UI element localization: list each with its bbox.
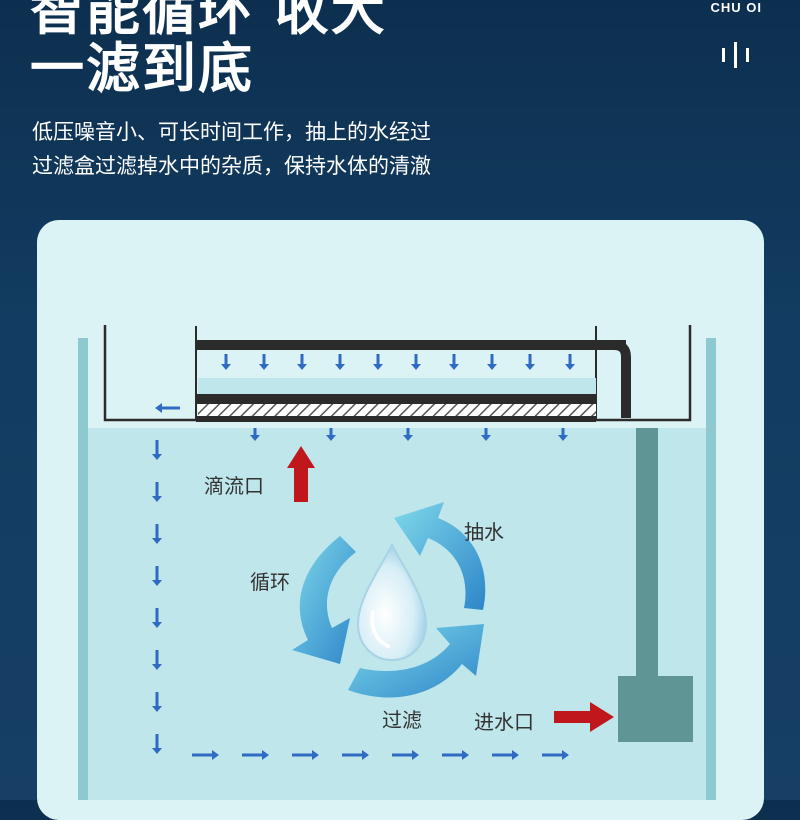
brand-logo-icon <box>722 42 749 68</box>
flow-arrow-head <box>412 750 419 760</box>
flow-arrow-head <box>411 364 421 370</box>
flow-arrow-head <box>152 622 162 628</box>
label-circulate: 循环 <box>250 570 290 594</box>
flow-arrow-head <box>152 664 162 670</box>
flow-arrow-head <box>558 435 568 441</box>
headline-main: 一滤到底 <box>30 37 254 100</box>
flow-arrow-head <box>326 435 336 441</box>
filter-media-top <box>196 394 596 404</box>
flow-arrow-icon <box>568 354 572 364</box>
flow-arrow-icon <box>292 753 312 757</box>
flow-arrow-icon <box>338 354 342 364</box>
filtration-diagram <box>78 325 716 800</box>
flow-arrow-head <box>262 750 269 760</box>
flow-arrow-head <box>449 364 459 370</box>
description-line-2: 过滤盒过滤掉水中的杂质，保持水体的清澈 <box>32 154 431 178</box>
flow-arrow-icon <box>155 566 159 580</box>
drip-red-arrow <box>287 446 315 502</box>
flow-arrow-icon <box>329 428 333 435</box>
pump-body <box>618 676 693 742</box>
brand-text: CHU OI <box>710 0 762 15</box>
flow-arrow-icon <box>192 753 212 757</box>
flow-arrow-head <box>512 750 519 760</box>
flow-arrow-icon <box>155 524 159 538</box>
flow-arrow-icon <box>376 354 380 364</box>
flow-arrow-head <box>403 435 413 441</box>
flow-arrow-head <box>250 435 260 441</box>
filter-water-layer <box>198 378 596 394</box>
flow-arrow-head <box>373 364 383 370</box>
flow-arrow-icon <box>155 440 159 454</box>
flow-arrow-icon <box>484 428 488 435</box>
flow-arrow-icon <box>392 753 412 757</box>
flow-arrow-head <box>525 364 535 370</box>
flow-arrow-icon <box>452 354 456 364</box>
flow-arrow-head <box>152 748 162 754</box>
inlet-red-arrow <box>554 702 614 732</box>
tank-wall-left <box>78 338 88 800</box>
flow-arrow-head <box>221 364 231 370</box>
flow-arrow-head <box>362 750 369 760</box>
flow-arrow-head <box>259 364 269 370</box>
description-line-1: 低压噪音小、可长时间工作，抽上的水经过 <box>32 120 431 144</box>
flow-arrow-head <box>562 750 569 760</box>
flow-arrow-icon <box>224 354 228 364</box>
flow-arrow-head <box>152 706 162 712</box>
flow-arrow-icon <box>492 753 512 757</box>
flow-arrow-icon <box>155 734 159 748</box>
flow-arrow-icon <box>155 608 159 622</box>
pump-pipe <box>636 428 658 684</box>
flow-arrow-head <box>481 435 491 441</box>
flow-arrow-head <box>152 454 162 460</box>
flow-arrow-icon <box>490 354 494 364</box>
flow-arrow-icon <box>155 482 159 496</box>
flow-arrow-head <box>152 580 162 586</box>
flow-arrow-icon <box>414 354 418 364</box>
filter-base <box>196 416 596 422</box>
flow-arrow-icon <box>528 354 532 364</box>
flow-arrow-icon <box>242 753 262 757</box>
flow-arrow-icon <box>300 354 304 364</box>
return-pipe <box>596 340 631 418</box>
flow-arrow-icon <box>155 650 159 664</box>
flow-arrow-head <box>297 364 307 370</box>
headline-top: 智能循环 收大 <box>30 0 387 42</box>
tank-wall-right <box>706 338 716 800</box>
flow-arrow-head <box>335 364 345 370</box>
flow-arrow-head <box>565 364 575 370</box>
flow-arrow-icon <box>262 354 266 364</box>
flow-arrow-icon <box>542 753 562 757</box>
flow-arrow-icon <box>162 406 180 410</box>
filter-top-tray <box>196 340 626 350</box>
flow-arrow-icon <box>442 753 462 757</box>
label-drip-outlet: 滴流口 <box>204 474 264 498</box>
cycle-arrow-icon <box>292 502 486 698</box>
flow-arrow-head <box>152 496 162 502</box>
flow-arrow-head <box>312 750 319 760</box>
flow-arrow-icon <box>561 428 565 435</box>
flow-arrow-head <box>487 364 497 370</box>
filter-sponge <box>198 404 596 416</box>
flow-arrow-icon <box>253 428 257 435</box>
flow-arrow-head <box>152 538 162 544</box>
flow-arrow-head <box>155 403 162 413</box>
flow-arrows <box>152 354 575 760</box>
flow-arrow-icon <box>342 753 362 757</box>
flow-arrow-head <box>462 750 469 760</box>
flow-arrow-head <box>212 750 219 760</box>
label-water-inlet: 进水口 <box>474 710 534 734</box>
flow-arrow-icon <box>406 428 410 435</box>
label-pump-water: 抽水 <box>464 520 504 544</box>
flow-arrow-icon <box>155 692 159 706</box>
label-filter: 过滤 <box>382 708 422 732</box>
